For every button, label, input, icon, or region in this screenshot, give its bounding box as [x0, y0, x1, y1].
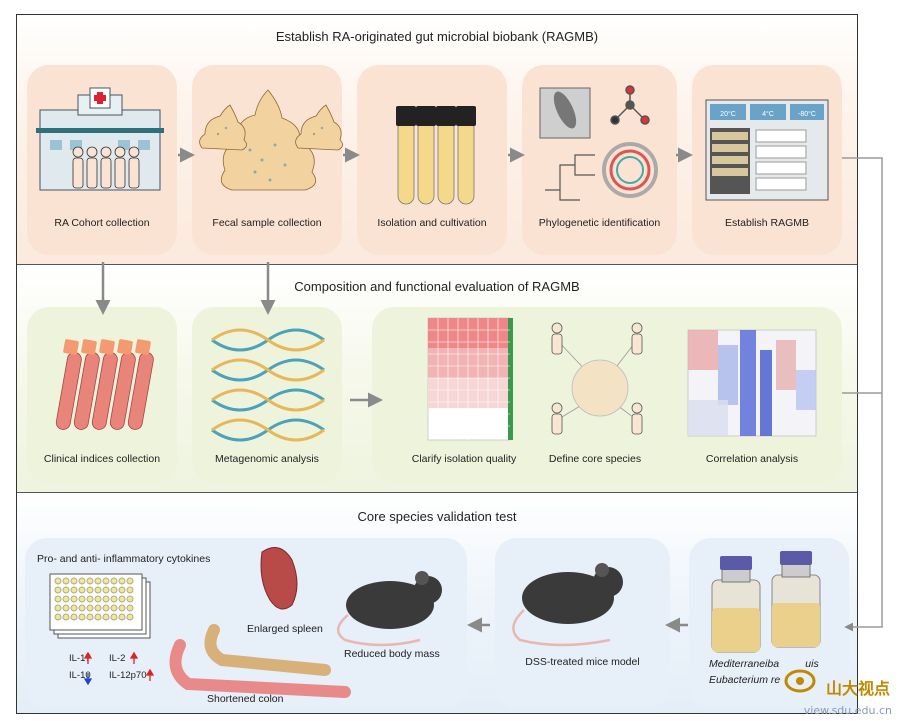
step-label-establish: Establish RAGMB	[724, 217, 810, 229]
step-label-quality: Clarify isolation quality	[411, 453, 517, 465]
section-validation-test: Core species validation test Pro- and an…	[17, 493, 857, 713]
il10-label: IL-10	[69, 670, 91, 681]
section-title-2: Composition and functional evaluation of…	[294, 279, 580, 294]
watermark-url: view.sdu.edu.cn	[803, 704, 892, 717]
step-label-core-species: Define core species	[548, 453, 642, 465]
spleen-label: Enlarged spleen	[247, 623, 323, 635]
step-label-ra-cohort: RA Cohort collection	[54, 217, 150, 229]
step-label-isolation: Isolation and cultivation	[377, 217, 487, 229]
cytokines-title: Pro- and anti- inflammatory cytokines	[37, 553, 211, 565]
il17-label: IL-17	[69, 653, 91, 664]
body-mass-label: Reduced body mass	[344, 648, 440, 660]
watermark-brand: 山大视点	[825, 679, 890, 698]
section-composition-evaluation: Composition and functional evaluation of…	[17, 265, 857, 493]
section-establish-biobank: Establish RA-originated gut microbial bi…	[17, 15, 857, 265]
dss-label: DSS-treated mice model	[525, 656, 640, 668]
colon-label: Shortened colon	[207, 693, 284, 705]
species2-label: Eubacterium re	[709, 674, 781, 686]
step-label-clinical: Clinical indices collection	[43, 453, 161, 465]
card-dss-model	[495, 538, 670, 708]
step-label-phylogenetic: Phylogenetic identification	[538, 217, 661, 229]
section-title-3: Core species validation test	[357, 509, 517, 524]
step-label-metagenomic: Metagenomic analysis	[215, 453, 319, 465]
species1-label: Mediterraneibaxxxxxuis	[709, 658, 819, 670]
section-title-1: Establish RA-originated gut microbial bi…	[275, 29, 599, 44]
il12-label: IL-12p70	[109, 670, 147, 681]
step-label-correlation: Correlation analysis	[705, 453, 799, 465]
step-label-fecal: Fecal sample collection	[212, 217, 322, 229]
il2-label: IL-2	[109, 653, 126, 664]
